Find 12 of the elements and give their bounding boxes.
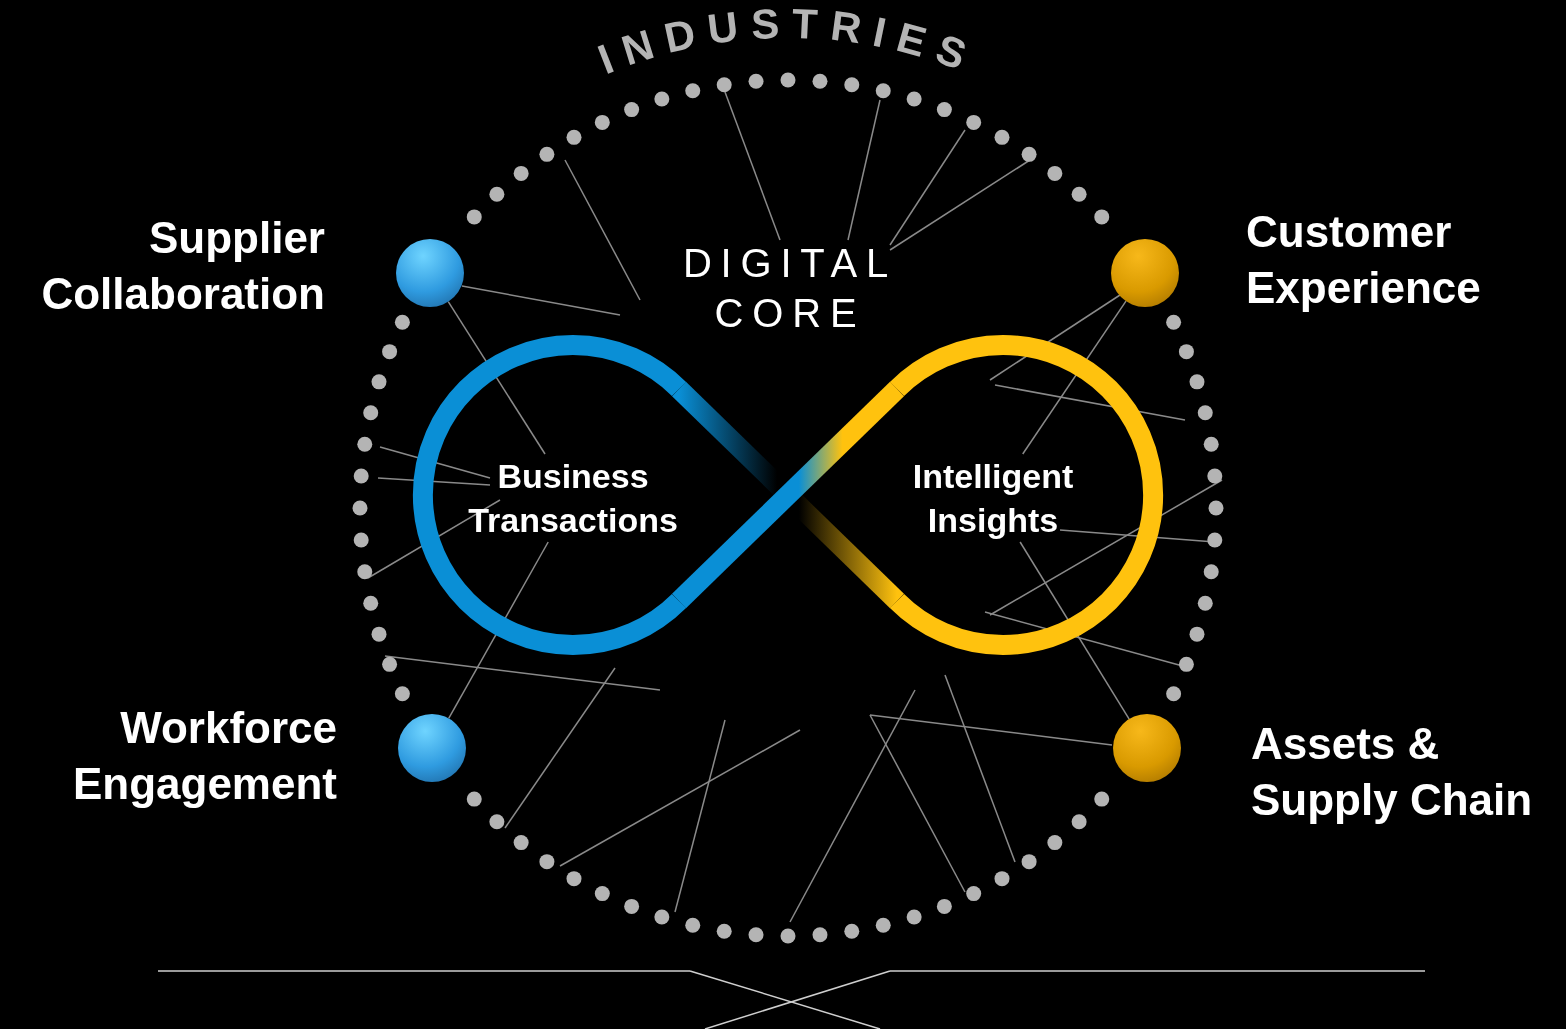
lobe-label: Business Transactions bbox=[448, 454, 698, 542]
center-title: DIGITAL CORE bbox=[681, 240, 899, 337]
segment-label: Assets & Supply Chain bbox=[1251, 718, 1534, 826]
segment-label: Customer Experience bbox=[1246, 206, 1482, 314]
lobe-label: Intelligent Insights bbox=[868, 454, 1118, 542]
connector-line bbox=[447, 541, 549, 720]
connector-line bbox=[447, 300, 546, 455]
connector-line bbox=[1019, 541, 1130, 720]
curved-title: INDUSTRIES bbox=[591, 0, 984, 84]
segment-label: Workforce Engagement bbox=[71, 702, 337, 810]
connector-line bbox=[1021, 300, 1127, 455]
segment-label: Supplier Collaboration bbox=[40, 212, 325, 320]
